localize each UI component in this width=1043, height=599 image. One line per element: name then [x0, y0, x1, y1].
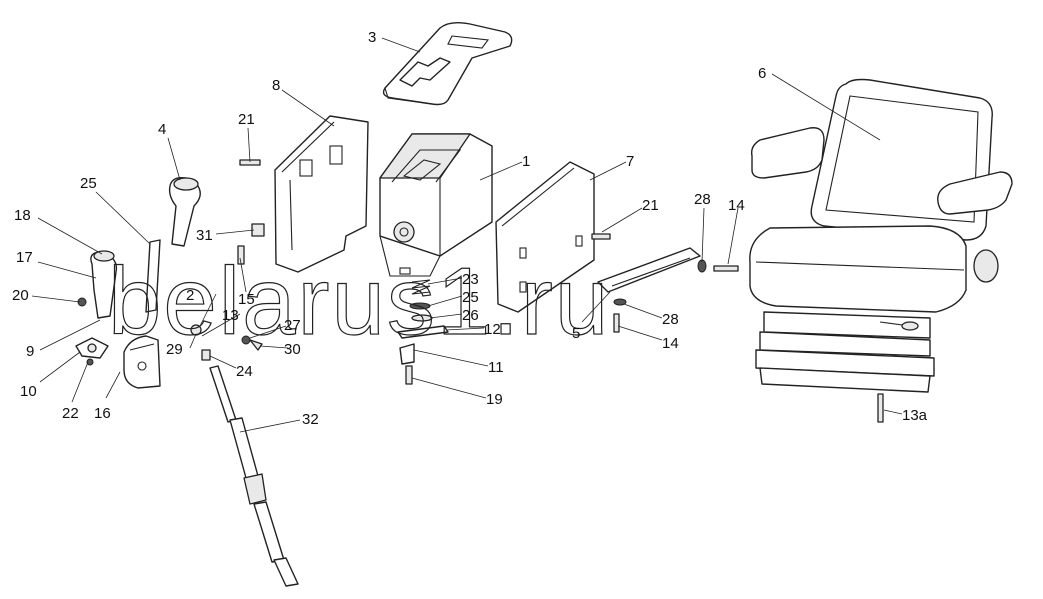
callout-24: 24 [236, 363, 253, 380]
part-19-bolt [405, 365, 413, 385]
callout-25-right: 25 [462, 289, 479, 306]
callout-12: 12 [484, 321, 501, 338]
part-21-bolt-right [591, 233, 611, 240]
callout-5: 5 [572, 325, 580, 342]
part-13a-bolt [877, 393, 884, 423]
callout-31: 31 [196, 227, 213, 244]
part-3-armrest-lid [382, 21, 513, 106]
part-17-lever-handle [90, 250, 118, 319]
part-7-right-panel [495, 161, 595, 313]
part-14-bolts [613, 265, 739, 333]
part-4-gear-knob [168, 176, 201, 247]
callout-20: 20 [12, 287, 29, 304]
part-32-cable [209, 365, 299, 587]
callout-10: 10 [20, 383, 37, 400]
part-5-bracket [597, 247, 701, 293]
part-25-rod [145, 239, 161, 313]
callout-7: 7 [626, 153, 634, 170]
callout-22: 22 [62, 405, 79, 422]
callout-25-left: 25 [80, 175, 97, 192]
callout-26: 26 [462, 307, 479, 324]
callout-3: 3 [368, 29, 376, 46]
part-16-gate-plate [123, 335, 161, 389]
callout-8: 8 [272, 77, 280, 94]
callout-9: 9 [26, 343, 34, 360]
callout-4: 4 [158, 121, 166, 138]
callout-27: 27 [284, 317, 301, 334]
callout-21-right: 21 [642, 197, 659, 214]
callout-17: 17 [16, 249, 33, 266]
callout-21-left: 21 [238, 111, 255, 128]
callout-28-bottom: 28 [662, 311, 679, 328]
part-1-console-box [379, 133, 493, 277]
callout-13: 13 [222, 307, 239, 324]
callout-2: 2 [186, 287, 194, 304]
watermark-text: belarus1.ru [108, 248, 610, 355]
part-6-seat [749, 78, 1013, 393]
callout-14-bottom: 14 [662, 335, 679, 352]
leader-lines [31, 37, 903, 433]
callout-11: 11 [488, 359, 504, 376]
callout-19: 19 [486, 391, 503, 408]
callout-13a: 13a [902, 407, 928, 424]
callout-6: 6 [758, 65, 766, 82]
callout-18: 18 [14, 207, 31, 224]
callout-30: 30 [284, 341, 301, 358]
callout-23: 23 [462, 271, 479, 288]
callout-16: 16 [94, 405, 111, 422]
part-12-plate [397, 325, 449, 339]
callout-28-top: 28 [694, 191, 711, 208]
part-11-bracket [399, 343, 415, 365]
part-8-left-panel [274, 115, 369, 273]
springs-23-25-26 [409, 279, 433, 322]
callout-29: 29 [166, 341, 183, 358]
callout-32: 32 [302, 411, 319, 428]
part-10-base-plate [75, 337, 109, 359]
callout-14-top: 14 [728, 197, 745, 214]
callout-labels: 3 8 21 6 1 7 21 28 14 4 25 18 17 20 9 10… [12, 29, 928, 428]
callout-1: 1 [522, 153, 530, 170]
callout-15: 15 [238, 291, 255, 308]
